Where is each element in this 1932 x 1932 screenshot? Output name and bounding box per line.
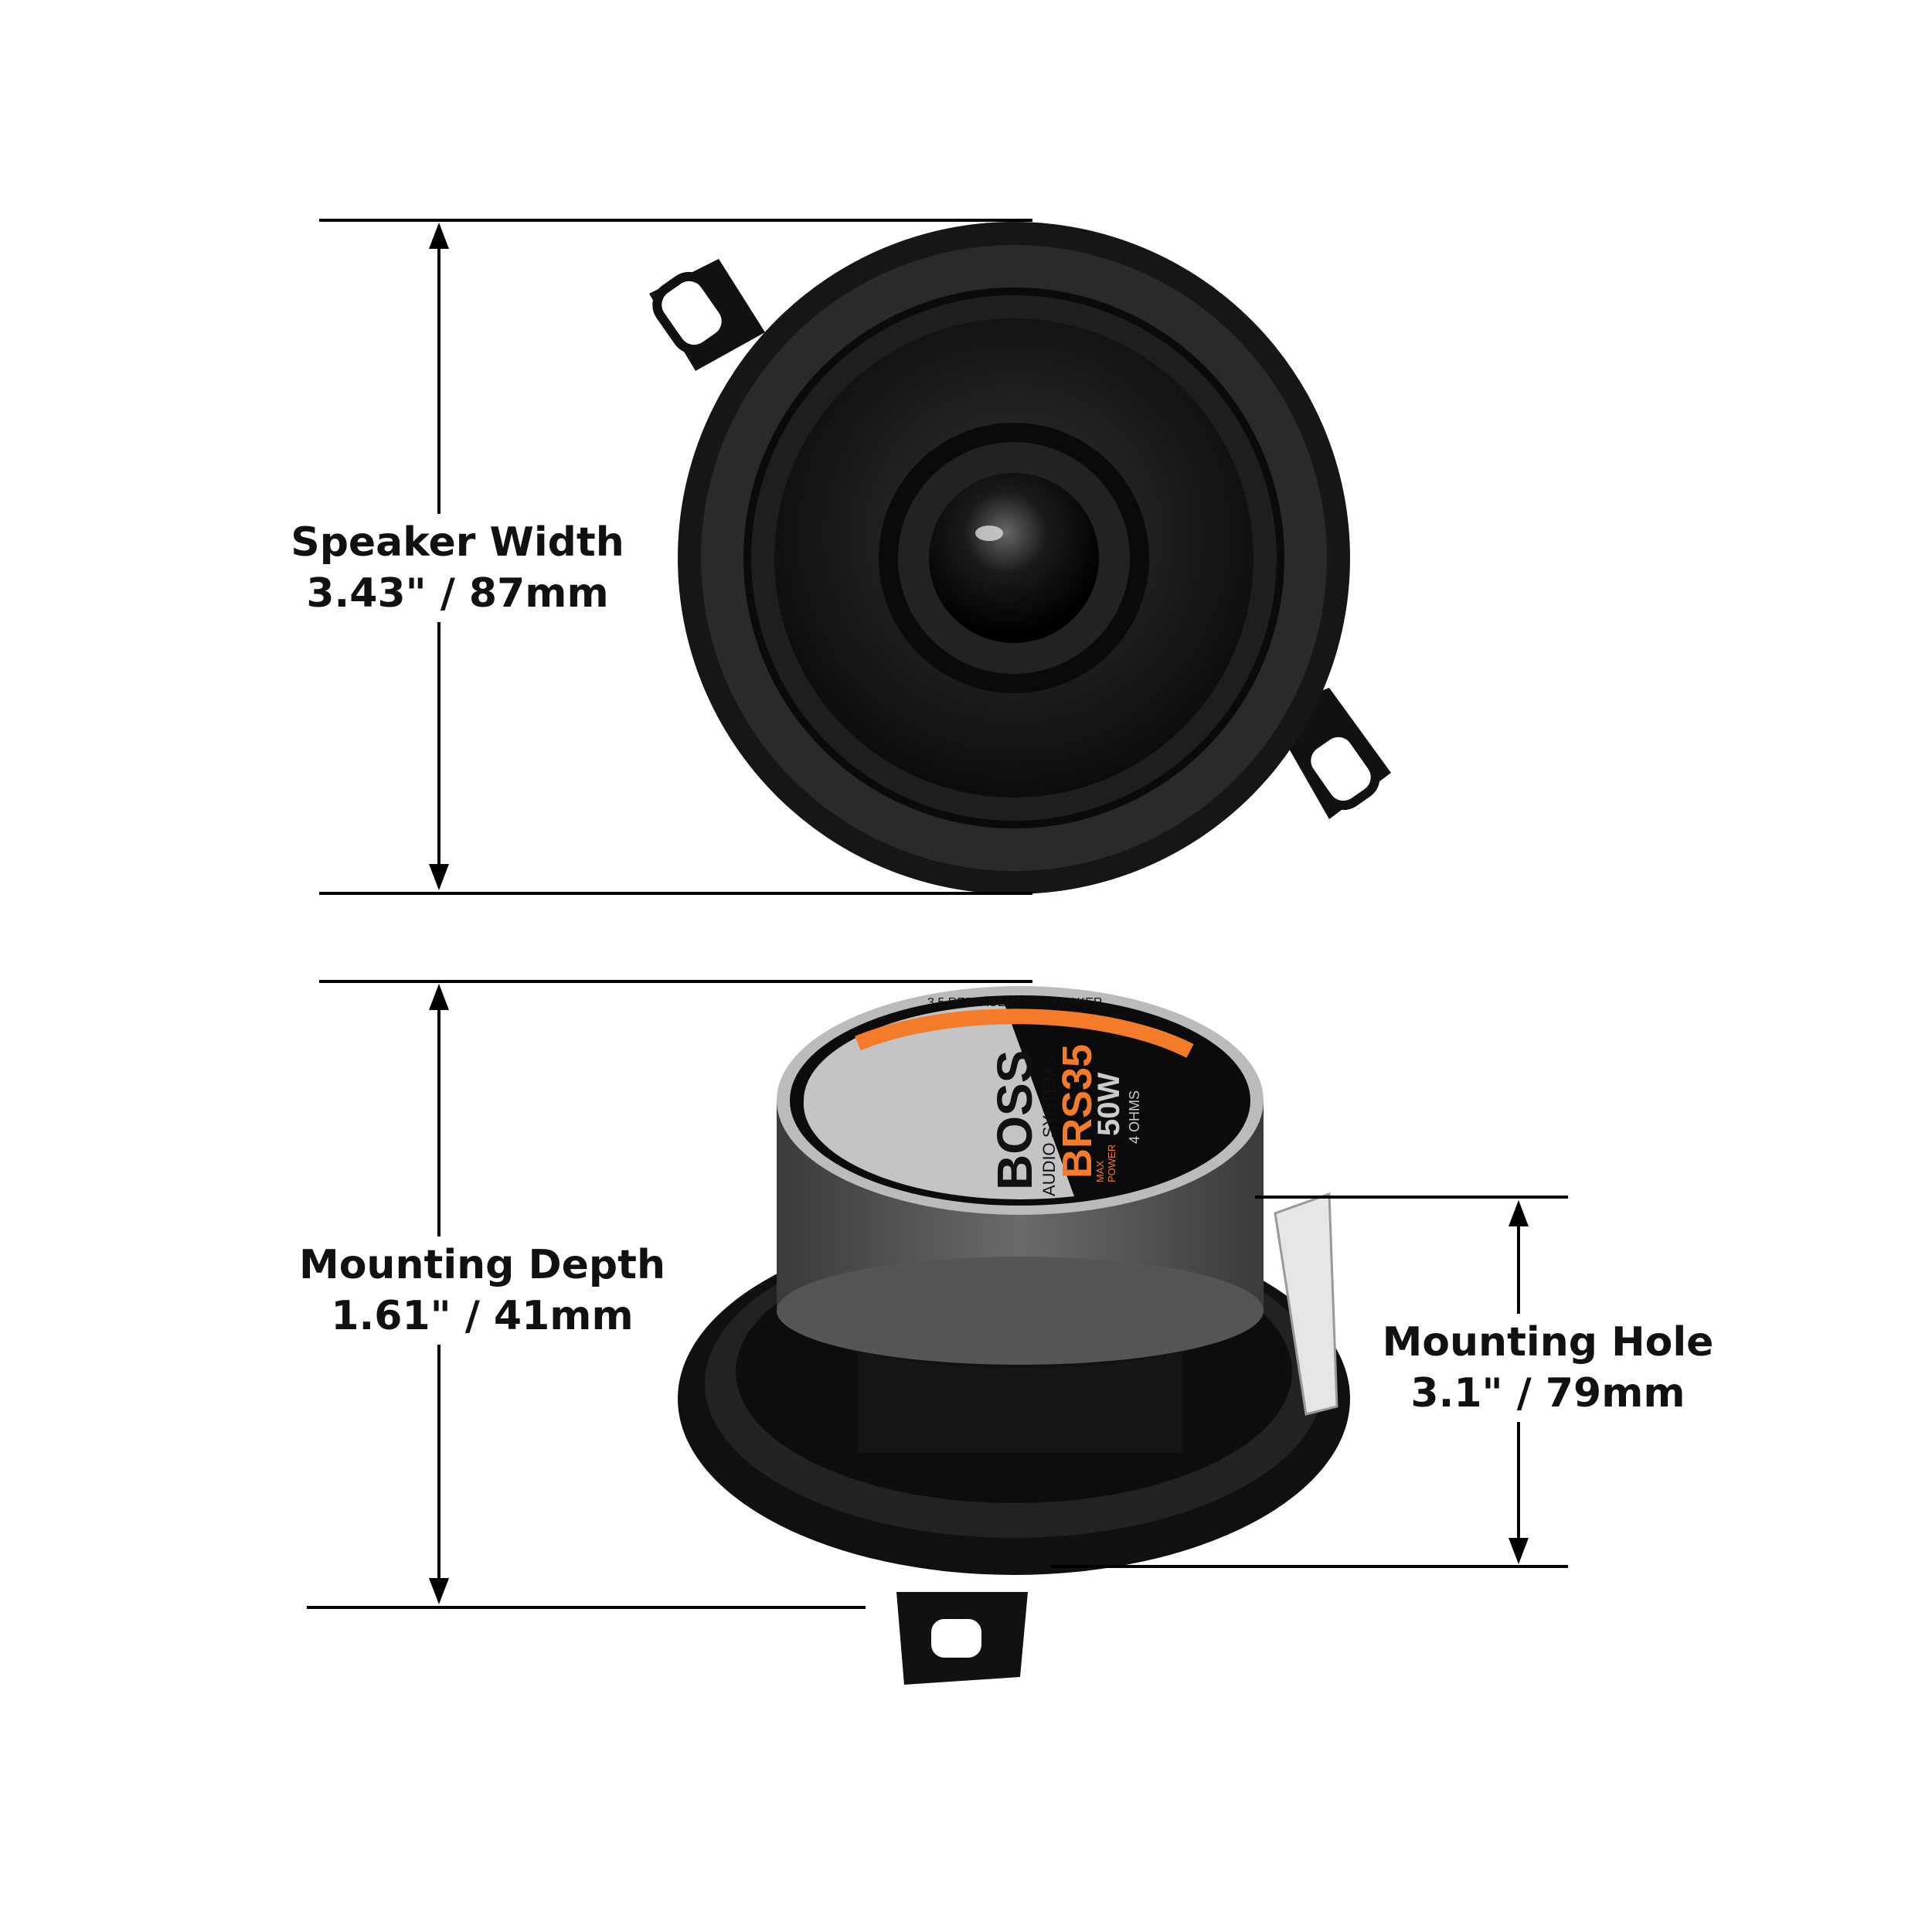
power-caption-1: MAX <box>1094 1161 1106 1183</box>
arrow-down-icon <box>429 864 449 890</box>
arrow-up-icon <box>429 984 449 1010</box>
impedance: 4 OHMS <box>1127 1090 1142 1144</box>
mounting-depth-value: 1.61" / 41mm <box>331 1293 634 1339</box>
mounting-hole-bottom-line <box>1051 1565 1568 1568</box>
model-name: BRS35 <box>1054 1044 1100 1179</box>
mounting-depth-bottom-line <box>307 1606 866 1609</box>
speaker-width-value: 3.43" / 87mm <box>306 570 609 617</box>
arrow-down-icon <box>1509 1538 1529 1564</box>
ring-text: 3.5 REPLACEMENT SPEAKER <box>927 996 1102 1009</box>
mounting-tab-icon <box>649 259 765 371</box>
arrow-down-icon <box>429 1578 449 1604</box>
mounting-hole-label: Mounting Hole 3.1" / 79mm <box>1382 1314 1714 1422</box>
terminal-icon <box>1274 1192 1338 1416</box>
speaker-width-title: Speaker Width <box>291 519 624 566</box>
speaker-width-top-line <box>319 219 1032 222</box>
speaker-side-view: BOSS AUDIO SYSTEMS BRS35 MAX POWER 50W 4… <box>678 986 1350 1685</box>
mounting-hole-title: Mounting Hole <box>1382 1319 1714 1366</box>
power-rating: 50W <box>1092 1073 1126 1136</box>
brand-subtitle: AUDIO SYSTEMS <box>1039 1056 1059 1196</box>
mounting-hole-top-line <box>1255 1196 1568 1199</box>
brand-logo: BOSS <box>987 1050 1043 1190</box>
mounting-tab-icon <box>896 1592 1028 1685</box>
mounting-depth-label: Mounting Depth 1.61" / 41mm <box>298 1236 666 1345</box>
arrow-up-icon <box>1509 1200 1529 1226</box>
speaker-front-view <box>649 222 1391 894</box>
power-caption-2: POWER <box>1106 1145 1117 1182</box>
speaker-width-bottom-line <box>319 892 1032 895</box>
mounting-depth-title: Mounting Depth <box>298 1242 666 1288</box>
mounting-hole-value: 3.1" / 79mm <box>1410 1370 1685 1417</box>
mounting-depth-top-line <box>319 980 1032 983</box>
arrow-up-icon <box>429 223 449 249</box>
speaker-width-label: Speaker Width 3.43" / 87mm <box>291 514 624 622</box>
